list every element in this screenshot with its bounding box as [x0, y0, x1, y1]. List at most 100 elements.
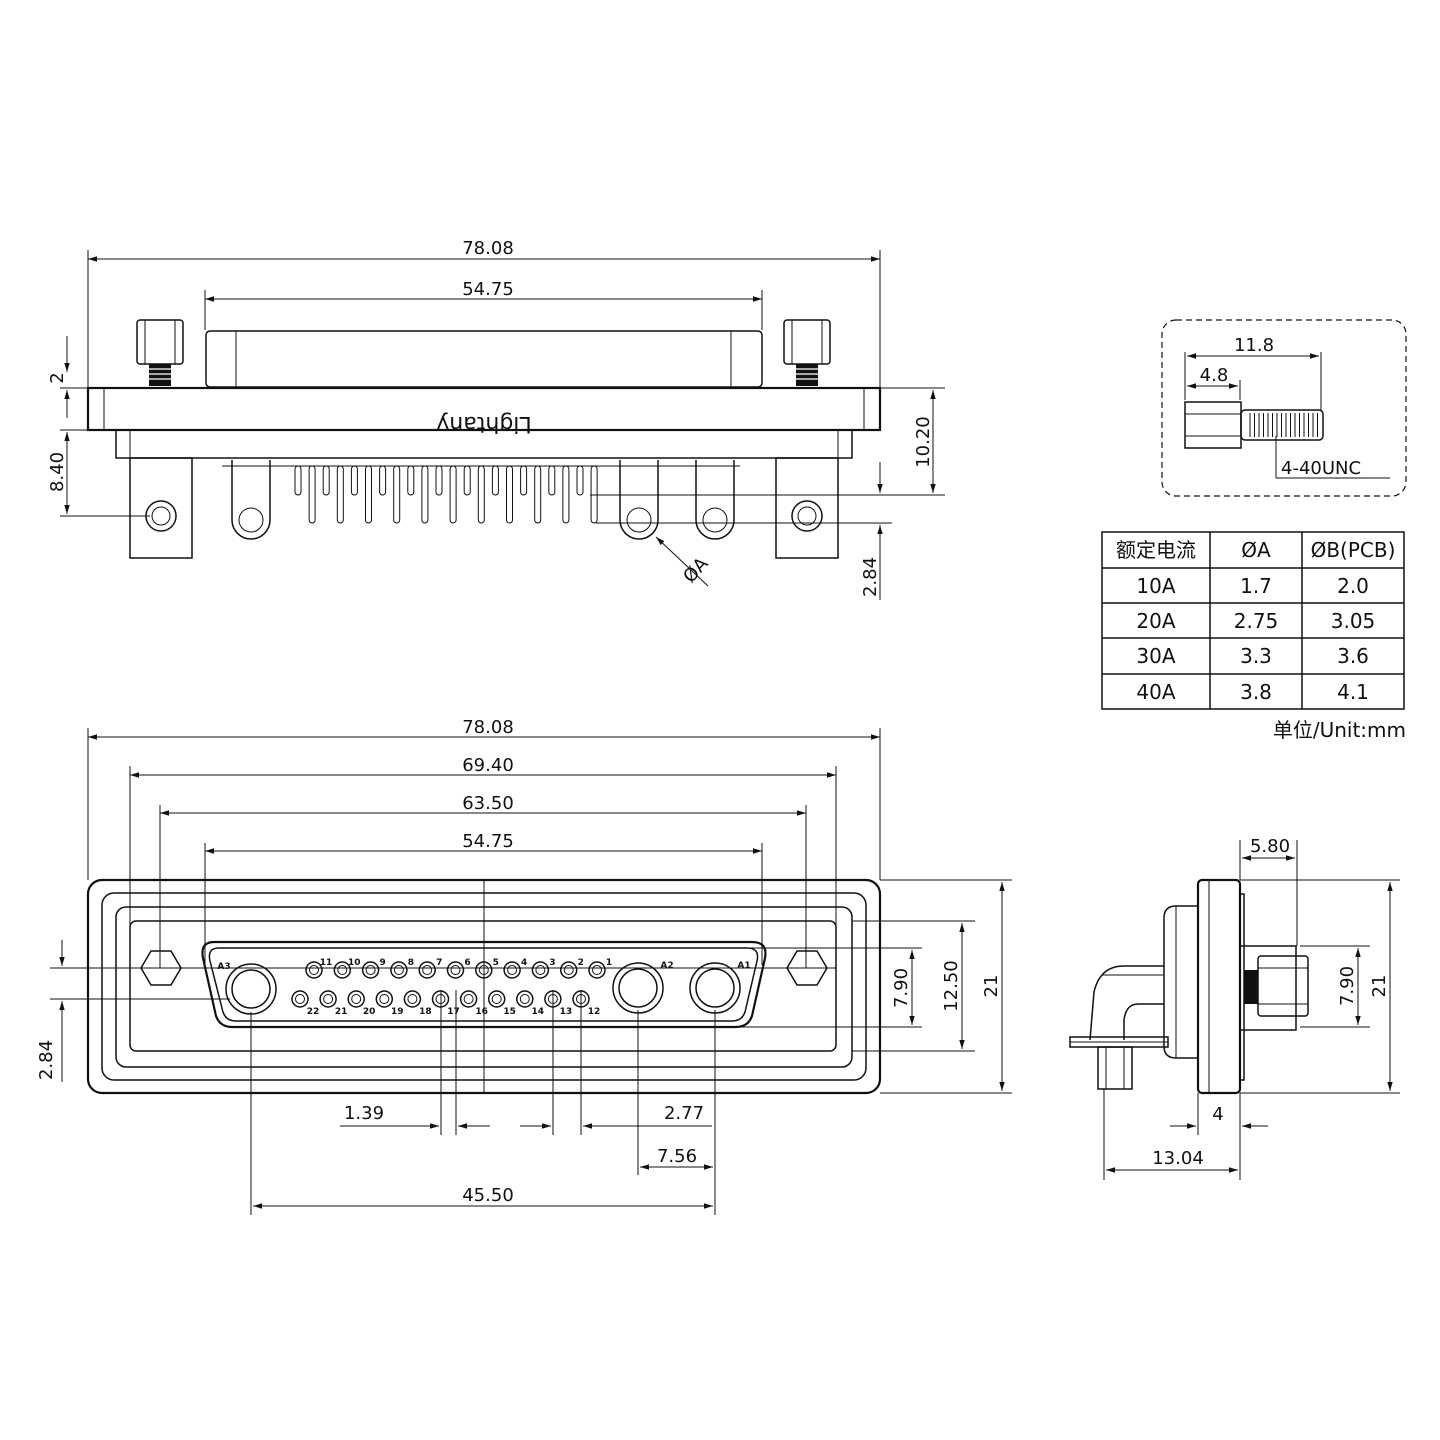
pin-number: 4: [521, 958, 527, 968]
dim-side-flange-thickness: 4: [1212, 1104, 1223, 1125]
power-contact-a2: A2: [612, 961, 674, 1014]
pin-number: 16: [475, 1007, 488, 1017]
screw-thread-lines: [1249, 413, 1318, 437]
dim-mount-hole-pitch: 63.50: [462, 793, 514, 814]
signal-pin-tails: [294, 465, 598, 524]
pin-number: 13: [560, 1007, 573, 1017]
jack-screw-left: [136, 319, 184, 386]
table-cell: 3.8: [1240, 680, 1272, 704]
pin-tail: [393, 465, 401, 524]
pin-number: 6: [464, 958, 470, 968]
pin-number: 19: [391, 1007, 404, 1017]
pin-tail: [491, 465, 499, 496]
brand-marking: Lightany: [436, 411, 531, 436]
jack-screw-right: [783, 319, 831, 386]
power-contact-a2-label: A2: [660, 961, 673, 971]
signal-pin: 4: [503, 958, 527, 979]
power-contact-a3: A3: [217, 962, 277, 1015]
signal-pin: 21: [319, 990, 347, 1017]
pin-tail: [576, 465, 584, 496]
dim-bracket-height: 8.40: [47, 452, 68, 492]
power-contact-a3-label: A3: [217, 962, 230, 972]
signal-pin: 16: [459, 990, 488, 1017]
table-cell: 2.0: [1337, 574, 1369, 598]
table-cell: 40A: [1136, 680, 1175, 704]
dim-row-offset-front: 2.84: [36, 1040, 57, 1080]
dim-power-pitch: 2.77: [664, 1103, 704, 1124]
dim-shell-height-front: 12.50: [941, 960, 962, 1012]
dim-overall-height-front: 21: [981, 975, 1002, 998]
pin-number: 3: [549, 958, 555, 968]
pin-number: 17: [447, 1007, 460, 1017]
pin-number: 14: [532, 1007, 545, 1017]
pin-number: 9: [379, 958, 385, 968]
dim-power-span: 45.50: [462, 1185, 514, 1206]
dim-overall-width-front: 78.08: [462, 717, 514, 738]
pin-tail: [562, 465, 570, 524]
pin-tail: [463, 465, 471, 496]
side-view: 5.80 7.90 21 4 13.04: [1069, 836, 1400, 1180]
screw-length-dim: 11.8: [1234, 335, 1274, 356]
dim-pin-offset-top: 2.84: [860, 557, 881, 597]
pin-number: 10: [348, 958, 361, 968]
dim-bracket-pitch: 69.40: [462, 755, 514, 776]
pin-tail: [506, 465, 513, 524]
signal-pin: 18: [403, 990, 432, 1017]
pin-number: 12: [588, 1007, 601, 1017]
pin-tail: [294, 465, 302, 496]
screw-head-dim: 4.8: [1200, 365, 1229, 386]
top-view: 78.08 54.75: [47, 238, 945, 600]
table-cell: 2.75: [1234, 609, 1279, 633]
dim-shell-width-front: 54.75: [462, 831, 514, 852]
pin-number: 7: [436, 958, 442, 968]
table-header: 额定电流: [1116, 538, 1196, 562]
dim-hole-diameter: ØA: [679, 553, 713, 587]
signal-pin: 14: [516, 990, 545, 1017]
power-contact-a1-label: A1: [737, 961, 750, 971]
table-cell: 1.7: [1240, 574, 1272, 598]
pin-number: 22: [307, 1007, 320, 1017]
pin-tail: [350, 465, 358, 496]
dim-side-depth: 13.04: [1152, 1148, 1204, 1169]
signal-pin: 15: [487, 990, 516, 1017]
pin-tail: [308, 465, 316, 524]
pin-tail: [534, 465, 542, 524]
signal-pin: 19: [375, 990, 404, 1017]
signal-pin: 13: [544, 990, 573, 1017]
pin-tail: [421, 465, 429, 524]
pin-tail: [336, 465, 344, 524]
signal-pin: 8: [390, 958, 414, 979]
dim-height-top: 10.20: [913, 416, 934, 468]
pin-tail: [407, 465, 415, 496]
pin-number: 5: [493, 958, 499, 968]
table-cell: 3.6: [1337, 644, 1369, 668]
pin-tail: [477, 465, 485, 524]
table-cell: 3.3: [1240, 644, 1272, 668]
table-header: ØB(PCB): [1311, 538, 1396, 562]
signal-pin: 3: [531, 958, 556, 979]
screw-detail: 11.8 4.8 4-40UNC: [1161, 319, 1407, 497]
signal-pin: 10: [333, 958, 361, 979]
dim-row-spacing-front: 7.90: [891, 968, 912, 1008]
screw-thread-label: 4-40UNC: [1281, 458, 1361, 479]
table-cell: 3.05: [1331, 609, 1376, 633]
dim-flange-offset: 2: [47, 372, 68, 383]
pin-number: 20: [363, 1007, 376, 1017]
pin-number: 11: [320, 958, 333, 968]
pin-tail: [322, 465, 330, 496]
dim-overall-width-top: 78.08: [462, 238, 514, 259]
unit-note: 单位/Unit:mm: [1273, 718, 1406, 742]
table-header: ØA: [1241, 538, 1271, 562]
dim-shell-width-top: 54.75: [462, 279, 514, 300]
signal-pin: 9: [361, 958, 386, 979]
pin-tail: [379, 465, 387, 496]
pin-number: 8: [408, 958, 414, 968]
signal-pin: 6: [446, 958, 471, 979]
dim-side-overall-height: 21: [1369, 975, 1390, 998]
signal-pin: 22: [291, 990, 320, 1017]
signal-pin: 7: [418, 958, 442, 979]
